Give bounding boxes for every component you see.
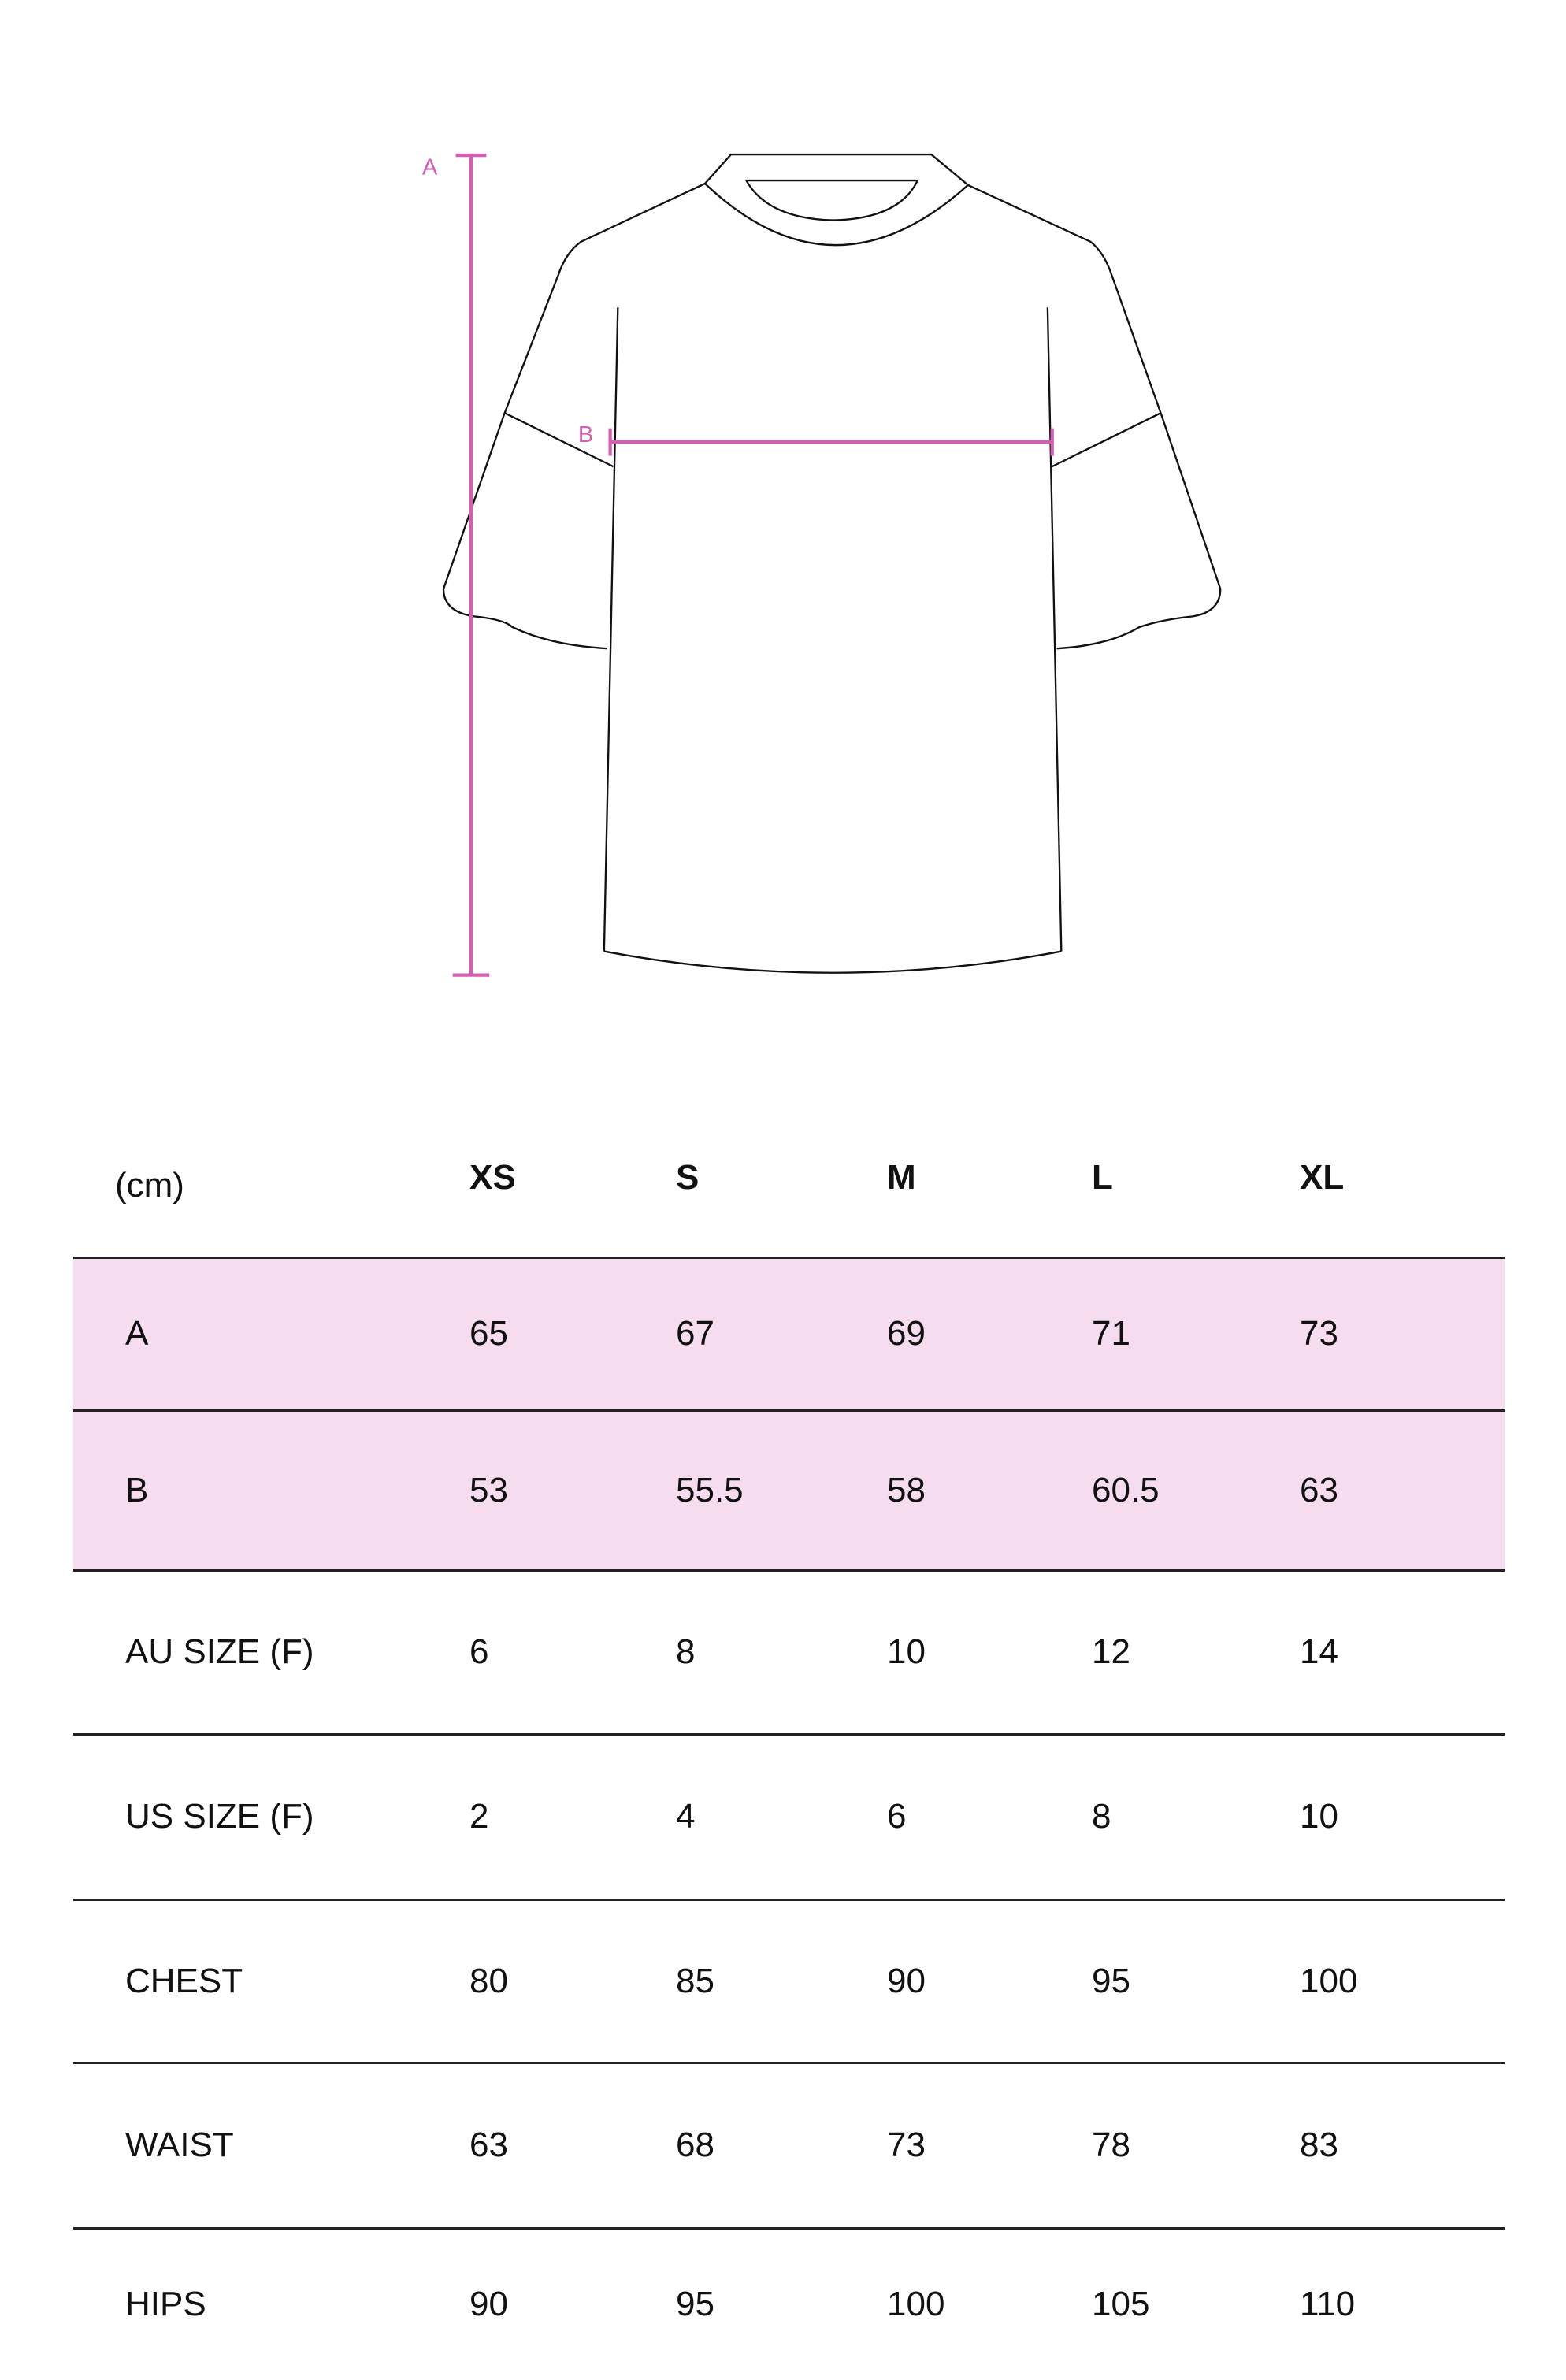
cell-value: 55.5 bbox=[676, 1470, 744, 1509]
table-row: AU SIZE (F) 6 8 10 12 14 bbox=[73, 1570, 1505, 1734]
label-b: B bbox=[578, 422, 593, 447]
row-label: CHEST bbox=[125, 1961, 243, 2000]
cell-value: 100 bbox=[887, 2284, 945, 2323]
tshirt-measurement-diagram: A B bbox=[422, 153, 1222, 977]
cell-value: 63 bbox=[1300, 1470, 1338, 1509]
size-header-l: L bbox=[1092, 1158, 1113, 1197]
cell-value: 80 bbox=[469, 1961, 508, 2000]
row-label: WAIST bbox=[125, 2126, 234, 2164]
row-label: HIPS bbox=[125, 2284, 206, 2323]
size-header-m: M bbox=[887, 1158, 916, 1197]
cell-value: 90 bbox=[887, 1961, 926, 2000]
row-divider bbox=[73, 1733, 1505, 1736]
cell-value: 8 bbox=[676, 1632, 696, 1671]
row-divider bbox=[73, 1899, 1505, 1901]
cell-value: 71 bbox=[1092, 1314, 1130, 1353]
cell-value: 4 bbox=[676, 1797, 696, 1836]
cell-value: 85 bbox=[676, 1961, 714, 2000]
row-label: AU SIZE (F) bbox=[125, 1632, 314, 1671]
length-measure-a bbox=[452, 153, 490, 977]
row-divider bbox=[73, 2062, 1505, 2064]
cell-value: 110 bbox=[1300, 2284, 1356, 2323]
cell-value: 78 bbox=[1092, 2126, 1130, 2164]
cell-value: 68 bbox=[676, 2126, 714, 2164]
cell-value: 2 bbox=[469, 1797, 489, 1836]
tshirt-outline bbox=[442, 153, 1222, 974]
cell-value: 6 bbox=[887, 1797, 907, 1836]
size-header-xl: XL bbox=[1300, 1158, 1345, 1197]
cell-value: 95 bbox=[676, 2284, 714, 2323]
cell-value: 69 bbox=[887, 1314, 926, 1353]
cell-value: 14 bbox=[1300, 1632, 1338, 1671]
row-divider bbox=[73, 1409, 1505, 1412]
size-header-xs: XS bbox=[469, 1158, 516, 1197]
table-row: WAIST 63 68 73 78 83 bbox=[73, 2063, 1505, 2228]
cell-value: 65 bbox=[469, 1314, 508, 1353]
cell-value: 10 bbox=[887, 1632, 926, 1671]
row-divider bbox=[73, 1569, 1505, 1572]
cell-value: 60.5 bbox=[1092, 1470, 1160, 1509]
cell-value: 10 bbox=[1300, 1797, 1338, 1836]
unit-label: (cm) bbox=[115, 1166, 184, 1205]
width-measure-b bbox=[608, 428, 1054, 456]
cell-value: 105 bbox=[1092, 2284, 1150, 2323]
table-row: CHEST 80 85 90 95 100 bbox=[73, 1899, 1505, 2063]
cell-value: 95 bbox=[1092, 1961, 1130, 2000]
table-row: B 53 55.5 58 60.5 63 bbox=[73, 1410, 1505, 1570]
cell-value: 90 bbox=[469, 2284, 508, 2323]
row-label: B bbox=[125, 1470, 149, 1509]
cell-value: 53 bbox=[469, 1470, 508, 1509]
cell-value: 12 bbox=[1092, 1632, 1130, 1671]
cell-value: 58 bbox=[887, 1470, 926, 1509]
label-a: A bbox=[422, 154, 438, 180]
cell-value: 73 bbox=[887, 2126, 926, 2164]
cell-value: 63 bbox=[469, 2126, 508, 2164]
cell-value: 6 bbox=[469, 1632, 489, 1671]
row-label: A bbox=[125, 1314, 149, 1353]
cell-value: 100 bbox=[1300, 1961, 1358, 2000]
row-divider bbox=[73, 1257, 1505, 1259]
cell-value: 83 bbox=[1300, 2126, 1338, 2164]
row-divider bbox=[73, 2227, 1505, 2230]
table-row: HIPS 90 95 100 105 110 bbox=[73, 2228, 1505, 2380]
cell-value: 67 bbox=[676, 1314, 714, 1353]
table-row: US SIZE (F) 2 4 6 8 10 bbox=[73, 1734, 1505, 1899]
cell-value: 73 bbox=[1300, 1314, 1338, 1353]
table-row: A 65 67 69 71 73 bbox=[73, 1257, 1505, 1410]
cell-value: 8 bbox=[1092, 1797, 1111, 1836]
size-header-s: S bbox=[676, 1158, 700, 1197]
row-label: US SIZE (F) bbox=[125, 1797, 314, 1836]
